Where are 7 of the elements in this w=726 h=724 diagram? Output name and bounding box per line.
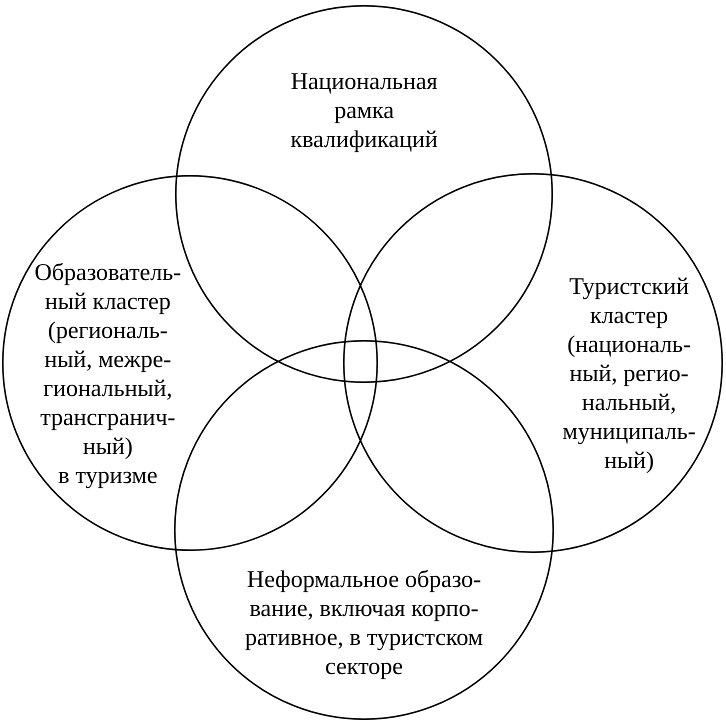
venn-circle (343, 173, 723, 553)
set-label: Туристский кластер (националь- ный, регио- нальный, муниципаль- ный) (562, 273, 696, 476)
venn-circle (2, 175, 378, 551)
venn-circle (174, 340, 554, 720)
set-label: Образователь- ный кластер (региональ- ный, межре- гиональный, трансгранич- ный) в туризме (34, 259, 182, 491)
set-label: Неформальное образо- вание, включая корпо- ративное, в туристском секторе (245, 566, 484, 682)
set-label: Национальная рамка квалификаций (290, 68, 438, 155)
